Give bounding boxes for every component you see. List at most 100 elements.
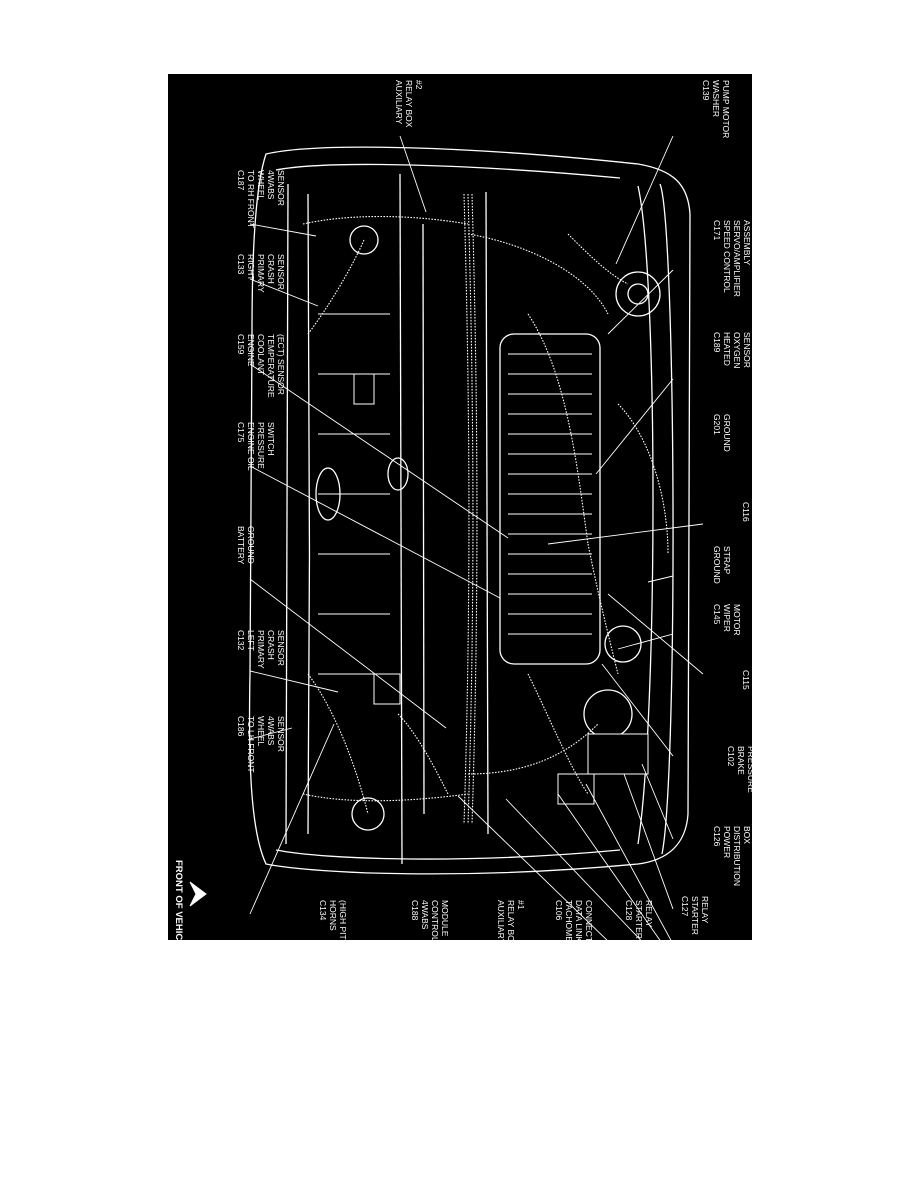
front-of-vehicle-indicator: FRONT OF VEHICLE (173, 860, 207, 940)
callout-line: POWER (722, 826, 732, 858)
callout-line: C126 (712, 826, 722, 847)
callout-line: RIGHT (246, 254, 256, 280)
wiring-diagram-svg: C139WASHERPUMP MOTOR AUXILIARYRELAY BOX#… (173, 80, 752, 940)
label-c145: C145WIPERMOTOR (712, 604, 742, 635)
label-aux2: AUXILIARYRELAY BOX#2 (394, 80, 424, 128)
callout-line: CONNECTOR (584, 900, 594, 940)
callout-line: MODULE (440, 900, 450, 937)
callout-line: RELAY (644, 900, 654, 928)
callout-line: WHEEL (256, 716, 266, 747)
callout-line: CRASH (266, 254, 276, 284)
callout-line: ASSEMBLY (742, 220, 752, 266)
front-of-vehicle-label: FRONT OF VEHICLE (173, 860, 184, 940)
label-c171: C171SPEED CONTROLSERVO/AMPLIFIERASSEMBLY (712, 220, 752, 297)
label-c188: C1884WABSCONTROLMODULE (410, 900, 450, 940)
label-gstrap: GROUNDSTRAP (712, 546, 732, 584)
callout-line: G201 (712, 414, 722, 435)
callout-line: BATTERY (236, 526, 246, 565)
callout-line: WHEEL (256, 170, 266, 201)
callout-line: TO RH FRONT (246, 170, 256, 228)
callout-line: MOTOR (732, 604, 742, 635)
callout-line: C116 (741, 502, 751, 522)
callout-line: 4WABS (266, 170, 276, 200)
wiring-harness (302, 193, 669, 825)
callout-line: C134 (318, 900, 328, 921)
callout-line: SENSOR (276, 254, 286, 290)
callout-line: LEFT (246, 630, 256, 651)
callout-line: C159 (236, 334, 246, 355)
callout-line: TACHOMETER (564, 900, 574, 940)
callout-line: SENSOR (276, 716, 286, 752)
callout-line: C127 (680, 896, 690, 917)
callout-line: C102 (726, 746, 736, 767)
callout-line: CONTROL (430, 900, 440, 940)
callout-line: C188 (410, 900, 420, 921)
callout-line: TO LH FRONT (246, 716, 256, 773)
arrow-up-icon (189, 881, 207, 907)
callout-line: C145 (712, 604, 722, 625)
callout-line: HORNS (328, 900, 338, 931)
callout-line: ENGINE OIL (246, 422, 256, 471)
callout-line: BRAKE (736, 746, 746, 775)
label-c106: C106TACHOMETERDATA LINKCONNECTOR (554, 900, 594, 940)
callout-line: ENGINE (246, 334, 256, 367)
callout-line: C128 (624, 900, 634, 921)
leader-lines (249, 135, 704, 940)
callout-line: RELAY BOX (404, 80, 414, 128)
label-c139: C139WASHERPUMP MOTOR (701, 80, 731, 138)
callout-line: SENSOR (276, 630, 286, 666)
callout-line: #1 (516, 900, 526, 910)
callout-line: C175 (236, 422, 246, 443)
label-c115: C115 (741, 670, 751, 690)
callout-line: C115 (741, 670, 751, 690)
label-c175: C175ENGINE OILPRESSURESWITCH (236, 422, 276, 471)
callout-line: C171 (712, 220, 722, 241)
callout-line: PUMP MOTOR (721, 80, 731, 138)
callout-line: COOLANT (256, 334, 266, 375)
callout-line: STRAP (722, 546, 732, 575)
callout-line: GROUND (246, 526, 256, 564)
label-c116: C116 (741, 502, 751, 522)
callout-line: DISTRIBUTION (732, 826, 742, 886)
label-c132: C132LEFTPRIMARYCRASHSENSOR (236, 630, 286, 669)
label-c187: C187TO RH FRONTWHEEL4WABSSENSOR (236, 170, 286, 228)
label-aux1: AUXILIARYRELAY BOX#1 (496, 900, 526, 940)
callout-line: C106 (554, 900, 564, 921)
callout-line: PRIMARY (256, 254, 266, 293)
label-c134: C134HORNS(HIGH PITCH) (318, 900, 348, 940)
callout-line: WASHER (711, 80, 721, 117)
callout-line: WIPER (722, 604, 732, 632)
callout-line: SPEED CONTROL (722, 220, 732, 293)
label-c133: C133RIGHTPRIMARYCRASHSENSOR (236, 254, 286, 293)
label-c159: C159ENGINECOOLANTTEMPERATURE(ECT) SENSOR (236, 334, 286, 398)
callout-labels: C139WASHERPUMP MOTOR AUXILIARYRELAY BOX#… (236, 80, 752, 940)
callout-line: OXYGEN (732, 332, 742, 368)
callout-line: SENSOR (742, 332, 752, 368)
label-c127: C127STARTERRELAY (680, 896, 710, 935)
engine-compartment-diagram: C139WASHERPUMP MOTOR AUXILIARYRELAY BOX#… (168, 74, 752, 940)
callout-line: PRESSURE (746, 746, 752, 793)
label-c126: C126POWERDISTRIBUTIONBOX (712, 826, 752, 886)
label-batgnd: BATTERYGROUND (236, 526, 256, 565)
callout-line: AUXILIARY (394, 80, 404, 125)
callout-line: C186 (236, 716, 246, 737)
label-c189: C189HEATEDOXYGENSENSOR(HO2S#1) (712, 332, 752, 370)
callout-line: 4WABS (420, 900, 430, 930)
callout-line: HEATED (722, 332, 732, 366)
label-c102: C102BRAKEPRESSURESWITCH (726, 746, 752, 793)
callout-line: (ECT) SENSOR (276, 334, 286, 395)
callout-line: SENSOR (276, 170, 286, 206)
label-c186: C186TO LH FRONTWHEEL4WABSSENSOR (236, 716, 286, 773)
callout-line: C189 (712, 332, 722, 353)
callout-line: BOX (742, 826, 752, 844)
callout-line: C139 (701, 80, 711, 101)
callout-line: GROUND (712, 546, 722, 584)
callout-line: C132 (236, 630, 246, 651)
label-g201: G201GROUND (712, 414, 732, 452)
callout-line: (HIGH PITCH) (338, 900, 348, 940)
callout-line: GROUND (722, 414, 732, 452)
callout-line: SWITCH (266, 422, 276, 456)
callout-line: CRASH (266, 630, 276, 660)
callout-line: PRIMARY (256, 630, 266, 669)
callout-line: TEMPERATURE (266, 334, 276, 398)
